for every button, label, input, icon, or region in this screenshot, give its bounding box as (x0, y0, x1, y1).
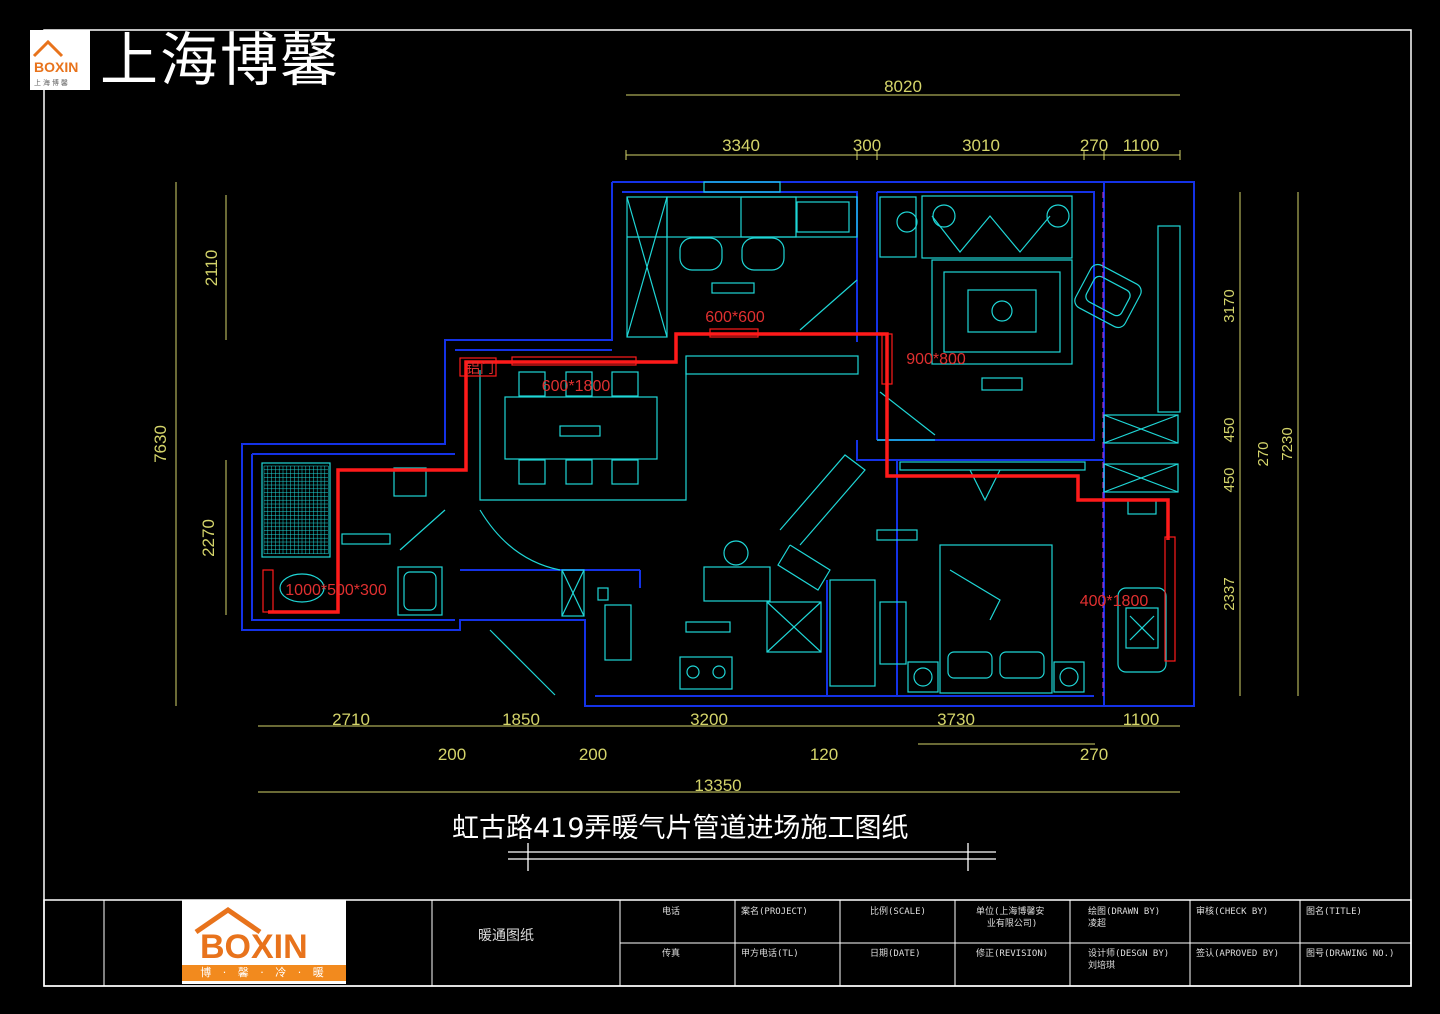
title-block-drawing-no: 图号(DRAWING NO.) (1306, 949, 1395, 959)
title-block-project: 案名(PROJECT) (741, 907, 808, 917)
title-block-drawn-by: 绘图(DRAWN BY) 凌超 (1088, 907, 1161, 929)
dim-top-overall: 8020 (884, 77, 922, 96)
radiator-label: 600*600 (705, 309, 765, 326)
brand-logo: BOXIN 上 海 博 馨 (30, 30, 90, 90)
title-underline (508, 843, 996, 871)
shower-tile (263, 465, 329, 554)
title-block-scale: 比例(SCALE) (870, 907, 926, 917)
dim-bottom-segment: 1850 (502, 710, 540, 729)
dim-right-segment: 3170 (1221, 289, 1238, 322)
dim-top-segment: 1100 (1123, 136, 1160, 155)
radiators (262, 328, 1176, 662)
dim-left-upper: 2110 (202, 250, 221, 287)
dim-right-wall: 270 (1255, 441, 1272, 466)
radiator-labels: 600*600 900*800 600*1800 1000*500*300 400*18… (285, 309, 1148, 610)
brand-header: BOXIN 上 海 博 馨 上海博馨 (30, 30, 340, 90)
brand-title: 上海博馨 (100, 26, 341, 94)
title-block-fax: 传真 (662, 949, 681, 959)
title-block-logo: BOXIN 博 · 馨 · 冷 · 暖 (182, 900, 346, 984)
dim-left-lower: 2270 (199, 519, 218, 557)
radiator-label: 400*1800 (1080, 593, 1149, 610)
dim-bottom-overall: 13350 (694, 776, 741, 795)
dim-bottom-wall: 200 (579, 745, 607, 764)
title-block-date: 日期(DATE) (870, 949, 921, 959)
dim-top-segment: 3340 (722, 136, 760, 155)
dim-right-overall: 7230 (1279, 427, 1296, 460)
logo-slogan: 博 · 馨 · 冷 · 暖 (182, 965, 346, 981)
dim-right-segment: 450 (1221, 417, 1238, 442)
dim-bottom-wall: 200 (438, 745, 466, 764)
dimension-lines: 8020 3340 300 3010 270 1100 2710 1850 3200 3730 11… (151, 77, 1299, 795)
dim-right-segment: 2337 (1221, 577, 1238, 610)
title-block-approved-by: 签认(APROVED BY) (1196, 949, 1280, 959)
door-tag: 铝门 (466, 360, 494, 376)
dim-right-segment: 450 (1221, 467, 1238, 492)
walls (241, 181, 1195, 707)
title-block-phone: 电话 (662, 907, 681, 917)
logo-wordmark: BOXIN (34, 59, 78, 75)
dim-bottom-segment: 1100 (1123, 710, 1160, 729)
title-block-party-phone: 甲方电话(TL) (741, 949, 799, 959)
dim-bottom-segment: 3730 (937, 710, 975, 729)
house-logo-icon: BOXIN 上 海 博 馨 (32, 39, 78, 87)
title-block-check-by: 审核(CHECK BY) (1196, 907, 1269, 917)
dim-top-segment: 270 (1080, 136, 1108, 155)
furniture (261, 181, 1181, 696)
logo-wordmark-large: BOXIN (200, 928, 308, 962)
boxin-logo-icon: BOXIN (194, 906, 308, 962)
radiator-label: 900*800 (906, 351, 966, 368)
title-block-revision: 修正(REVISION) (976, 949, 1049, 959)
heating-pipe (268, 332, 1170, 614)
title-block-unit: 单位(上海博馨安 业有限公司) (976, 907, 1045, 929)
dim-left-overall: 7630 (151, 425, 170, 463)
dim-bottom-segment: 2710 (332, 710, 370, 729)
dim-bottom-wall: 270 (1080, 745, 1108, 764)
dim-bottom-segment: 3200 (690, 710, 728, 729)
dim-top-segment: 3010 (962, 136, 1000, 155)
drawing-type: 暖通图纸 (478, 928, 534, 944)
title-block-design-by: 设计师(DESGN BY) 刘培琪 (1088, 949, 1170, 971)
title-block-grid (103, 900, 1411, 986)
drawing-title: 虹古路419弄暖气片管道进场施工图纸 (452, 813, 909, 844)
dim-top-segment: 300 (853, 136, 881, 155)
radiator-label: 600*1800 (542, 378, 611, 395)
radiator-label: 1000*500*300 (285, 582, 387, 599)
title-block-title: 图名(TITLE) (1306, 907, 1362, 917)
dim-bottom-wall: 120 (810, 745, 838, 764)
logo-subtext: 上 海 博 馨 (34, 78, 68, 87)
